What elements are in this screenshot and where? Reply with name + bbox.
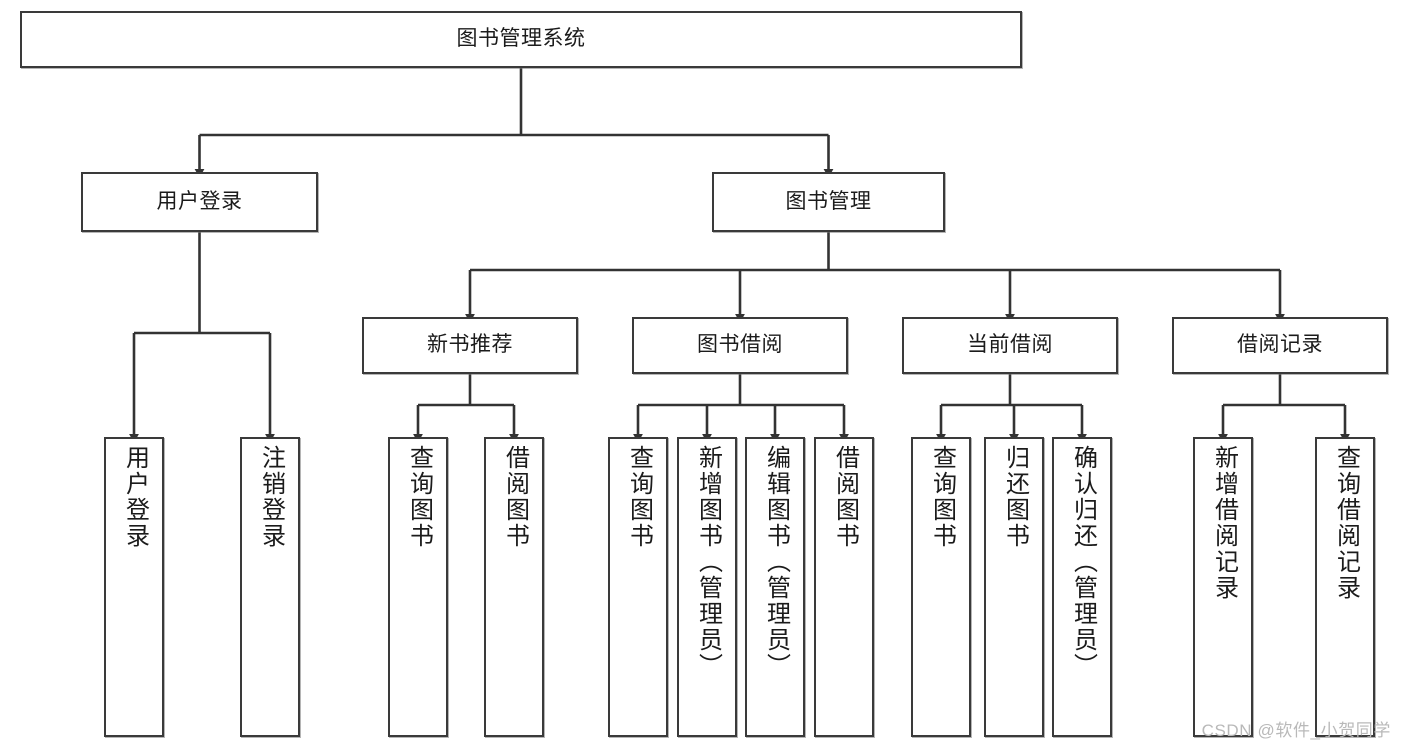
node-root-label: 图书管理系统	[456, 27, 586, 51]
leaf-login_do[interactable]: 用户登录	[104, 437, 164, 737]
leaf-br_query-label: 查询借阅记录	[1332, 445, 1360, 601]
leaf-cb_query-label: 查询图书	[928, 445, 956, 549]
node-current_borrow-label: 当前借阅	[967, 333, 1053, 357]
node-user_login[interactable]: 用户登录	[81, 172, 318, 232]
leaf-br_add-label: 新增借阅记录	[1210, 445, 1238, 601]
node-borrow[interactable]: 图书借阅	[632, 317, 848, 374]
leaf-logout_do[interactable]: 注销登录	[240, 437, 300, 737]
leaf-logout_do-label: 注销登录	[257, 445, 285, 549]
leaf-cb_query[interactable]: 查询图书	[911, 437, 971, 737]
leaf-bb_borrow[interactable]: 借阅图书	[814, 437, 874, 737]
leaf-nb_query[interactable]: 查询图书	[388, 437, 448, 737]
leaf-nb_borrow[interactable]: 借阅图书	[484, 437, 544, 737]
node-new_books-label: 新书推荐	[427, 333, 513, 357]
leaf-login_do-label: 用户登录	[121, 445, 149, 549]
node-user_login-label: 用户登录	[156, 189, 243, 213]
node-borrow_record[interactable]: 借阅记录	[1172, 317, 1388, 374]
leaf-bb_edit[interactable]: 编辑图书（管理员）	[745, 437, 805, 737]
node-current_borrow[interactable]: 当前借阅	[902, 317, 1118, 374]
leaf-cb_confirm[interactable]: 确认归还（管理员）	[1052, 437, 1112, 737]
node-book_manage-label: 图书管理	[785, 189, 872, 213]
leaf-cb_confirm-label: 确认归还（管理员）	[1069, 445, 1097, 679]
leaf-nb_query-label: 查询图书	[405, 445, 433, 549]
node-root[interactable]: 图书管理系统	[20, 11, 1022, 68]
csdn-watermark: CSDN @软件_小贺同学	[1201, 721, 1391, 740]
node-borrow-label: 图书借阅	[697, 333, 783, 357]
leaf-br_add[interactable]: 新增借阅记录	[1193, 437, 1253, 737]
node-book_manage[interactable]: 图书管理	[712, 172, 945, 232]
leaf-bb_edit-label: 编辑图书（管理员）	[762, 445, 790, 679]
leaf-cb_return-label: 归还图书	[1001, 445, 1029, 549]
leaf-bb_add-label: 新增图书（管理员）	[694, 445, 722, 679]
leaf-nb_borrow-label: 借阅图书	[501, 445, 529, 549]
leaf-bb_borrow-label: 借阅图书	[831, 445, 859, 549]
leaf-bb_add[interactable]: 新增图书（管理员）	[677, 437, 737, 737]
leaf-bb_query[interactable]: 查询图书	[608, 437, 668, 737]
leaf-cb_return[interactable]: 归还图书	[984, 437, 1044, 737]
node-borrow_record-label: 借阅记录	[1237, 333, 1323, 357]
node-new_books[interactable]: 新书推荐	[362, 317, 578, 374]
leaf-br_query[interactable]: 查询借阅记录	[1315, 437, 1375, 737]
leaf-bb_query-label: 查询图书	[625, 445, 653, 549]
